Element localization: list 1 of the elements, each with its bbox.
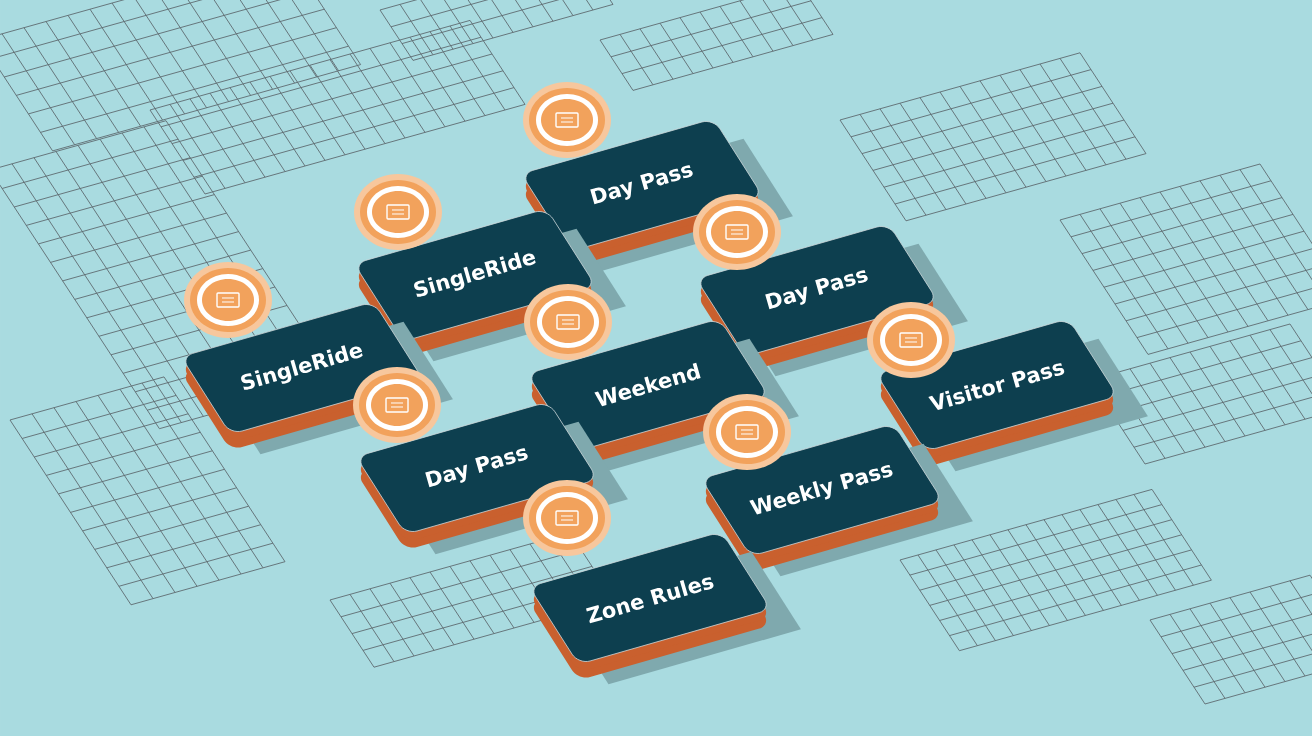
ticket-tile: Zone Rules (533, 534, 801, 685)
